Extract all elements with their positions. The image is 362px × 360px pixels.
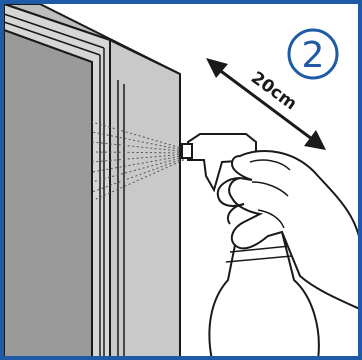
glass-panel [4,30,92,360]
door-side-face [110,40,180,360]
step-number: 2 [302,35,325,76]
step-badge: 2 [289,30,337,78]
